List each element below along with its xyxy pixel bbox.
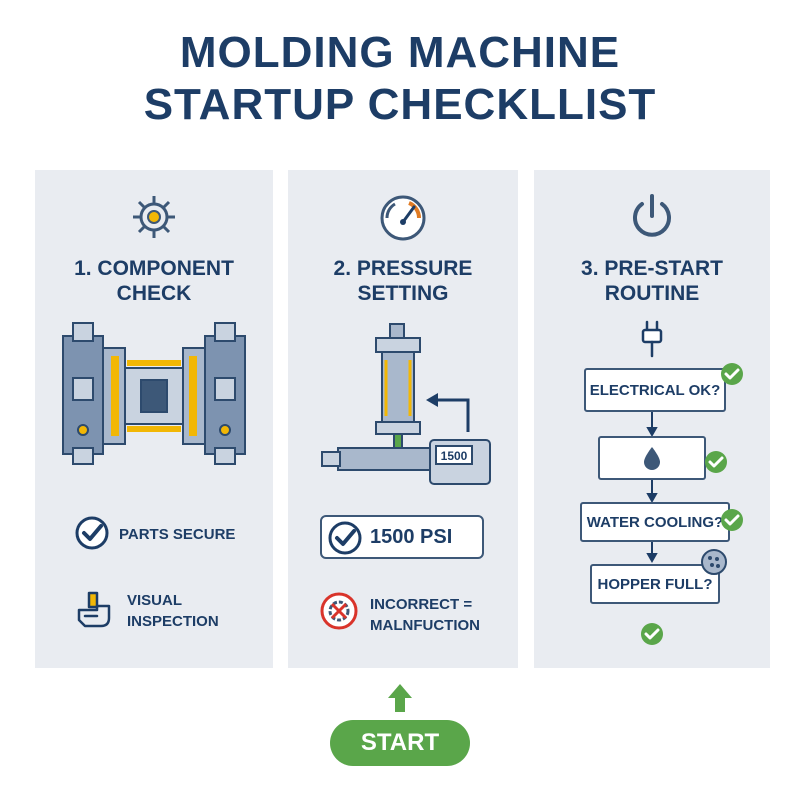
- panel-heading-line-1: 3. PRE-START: [581, 257, 723, 280]
- water-drop-icon: [644, 447, 660, 470]
- panel-heading-line-2: SETTING: [357, 282, 449, 305]
- arrow-up-icon: [388, 684, 412, 712]
- electrical-check-box: ELECTRICAL OK?: [584, 368, 726, 412]
- pressure-value-box: 1500 PSI: [320, 515, 484, 559]
- checkmark-icon: [721, 363, 743, 385]
- mold-assembly-illustration: [62, 322, 246, 465]
- checkmark-icon: [705, 451, 727, 473]
- check-circle-icon: [75, 516, 109, 550]
- panel-heading-line-1: 2. PRESSURE: [333, 257, 473, 280]
- pre-start-routine-panel: 3. PRE-START ROUTINE ELECTRICAL OK? WATE…: [534, 170, 770, 668]
- panel-heading-line-1: 1. COMPONENT: [74, 257, 234, 280]
- hopper-full-label: HOPPER FULL?: [597, 575, 713, 593]
- panel-heading-line-2: CHECK: [116, 282, 192, 305]
- parts-secure-label: PARTS SECURE: [119, 526, 236, 543]
- check-circle-icon: [328, 521, 362, 555]
- incorrect-label-line-2: MALNFUCTION: [370, 617, 480, 634]
- checkmark-icon: [721, 509, 743, 531]
- malfunction-gear-icon: [320, 592, 358, 630]
- hand-inspection-icon: [77, 591, 111, 628]
- gear-icon: [133, 196, 175, 238]
- flow-connectors: [646, 412, 658, 564]
- checkmark-icon: [641, 623, 663, 645]
- water-check-box: [598, 436, 706, 480]
- visual-inspection-label-line-1: VISUAL: [127, 592, 183, 609]
- pressure-setting-panel: 2. PRESSURE SETTING 1500 1500 PSI: [288, 170, 518, 668]
- panel-heading-line-2: ROUTINE: [604, 282, 700, 305]
- pressure-value-label: 1500 PSI: [370, 526, 453, 548]
- page-title-line-1: MOLDING MACHINE: [179, 28, 621, 77]
- page-title-line-2: STARTUP CHECKLLIST: [143, 80, 657, 129]
- incorrect-label-line-1: INCORRECT =: [370, 596, 473, 613]
- power-icon: [633, 194, 671, 237]
- pressure-gauge-icon: [380, 195, 426, 241]
- hopper-full-box: HOPPER FULL?: [590, 564, 720, 604]
- hydraulic-cylinder-illustration: 1500: [321, 323, 491, 485]
- visual-inspection-label-line-2: INSPECTION: [127, 613, 219, 630]
- component-check-panel: 1. COMPONENT CHECK PARTS S: [35, 170, 273, 668]
- start-button[interactable]: START: [330, 720, 470, 766]
- water-cooling-label: WATER COOLING?: [586, 513, 724, 531]
- electrical-check-label: ELECTRICAL OK?: [589, 381, 721, 399]
- pressure-display-readout: 1500: [441, 449, 468, 463]
- water-cooling-box: WATER COOLING?: [580, 502, 730, 542]
- pellets-icon: [701, 549, 727, 575]
- plug-icon: [641, 320, 663, 358]
